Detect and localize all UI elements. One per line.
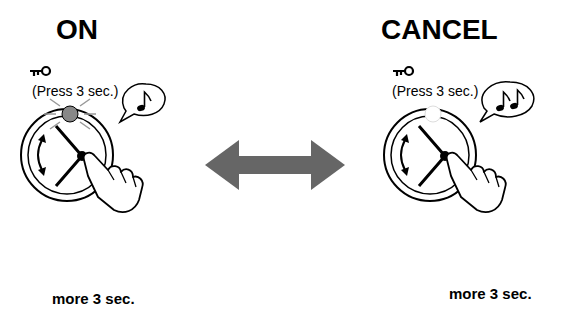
panel-heading: CANCEL — [381, 14, 498, 46]
panel-heading: ON — [56, 14, 98, 46]
hold-time: more 3 sec. — [449, 285, 532, 302]
button-panel: CANCEL (Press 3 sec.) more 3 sec. — [345, 0, 582, 328]
hold-time: more 3 sec. — [52, 290, 135, 307]
press-hint: (Press 3 sec.) — [392, 83, 478, 99]
button-panel: ON (Press 3 sec.) more 3 sec. — [0, 0, 205, 328]
double-arrow — [235, 156, 315, 174]
press-hint: (Press 3 sec.) — [32, 83, 118, 99]
